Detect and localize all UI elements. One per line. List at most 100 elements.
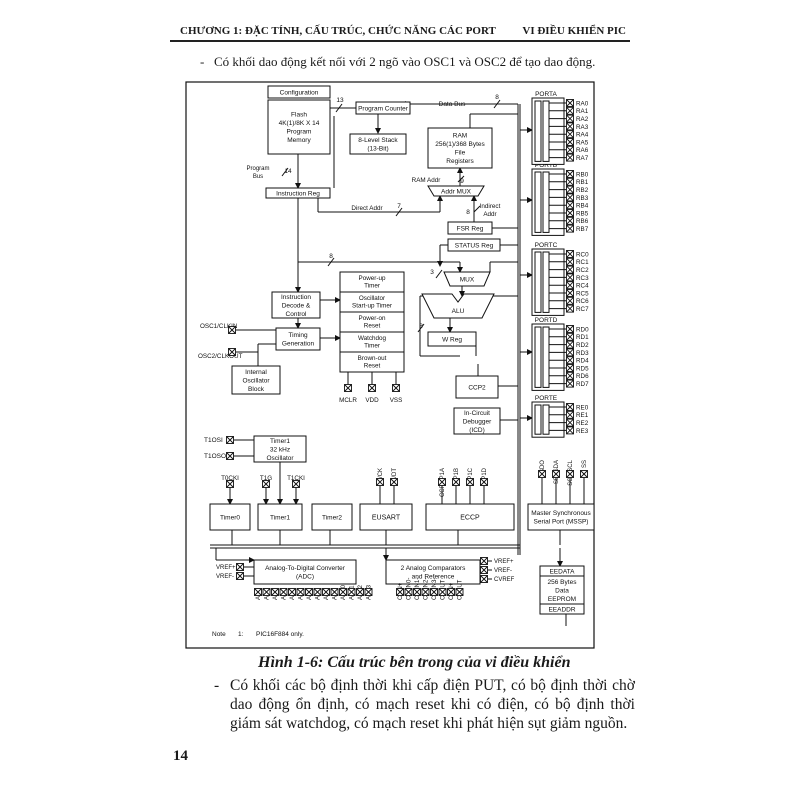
port-portd	[531, 323, 566, 391]
eeprom-block-label: Data	[555, 587, 569, 594]
eeprom-block	[539, 575, 585, 605]
pin-rd4-label: RD4	[576, 358, 589, 365]
bus-width-13: 13	[336, 97, 344, 104]
mclr-label: MCLR	[339, 397, 357, 404]
eccp-pin-1	[452, 478, 460, 486]
comparators-block-label: and Reference	[412, 574, 455, 581]
instruction-decode-block-label: Decode &	[282, 302, 311, 309]
eccp-pin-label: P1D	[482, 467, 488, 479]
adc-an-pin-9	[330, 588, 339, 596]
pin-rd0	[566, 325, 574, 333]
t1g-pin	[262, 480, 270, 488]
pin-rd1	[566, 332, 574, 341]
alu-label: ALU	[452, 308, 465, 315]
comparators-block-label: 2 Analog Comparators	[401, 565, 466, 572]
adc-an-pin-3	[279, 588, 288, 596]
configuration-block	[267, 85, 331, 99]
cvref-label: CVREF	[494, 577, 515, 583]
t1cki-pin	[292, 480, 300, 488]
ccp2-block	[455, 375, 499, 399]
vdd-label: VDD	[365, 397, 379, 404]
bus-width-8: 8	[466, 209, 470, 216]
mssp-pin-1	[552, 470, 560, 478]
icd-block-label: (ICD)	[469, 427, 485, 434]
figure-caption: Hình 1-6: Cấu trúc bên trong của vi điều…	[258, 654, 571, 671]
oscillator-startup-timer-label: Oscillator	[359, 295, 385, 302]
port-porta-name: PORTA	[535, 91, 557, 98]
vref-minus-label: VREF-	[216, 574, 234, 580]
eeaddr-block	[539, 603, 585, 615]
mssp-pin-label: SS	[582, 460, 588, 468]
stack-block-label: (13-Bit)	[367, 146, 388, 153]
cvref-pin	[480, 575, 488, 583]
pin-rc4	[566, 281, 574, 290]
osc2-label: OSC2/CLKOUT	[198, 353, 243, 360]
w-reg-block	[427, 331, 477, 347]
pin-ra5	[566, 138, 574, 146]
timing-generation-block	[275, 327, 321, 351]
ports	[531, 97, 566, 438]
pin-rd1-label: RD1	[576, 334, 589, 341]
icd-block-label: Debugger	[463, 418, 492, 425]
flash-memory-block-label: Program	[287, 129, 312, 136]
port-portc	[531, 248, 566, 316]
mssp-block	[527, 503, 595, 531]
chapter-title: CHƯƠNG 1: ĐẶC TÍNH, CẤU TRÚC, CHỨC NĂNG …	[180, 25, 496, 37]
eccp-pin-3	[480, 478, 488, 486]
timer1-oscillator-block-label: Oscillator	[266, 455, 294, 462]
timer2-block-label: Timer2	[322, 514, 342, 521]
data-bus-label: Data Bus	[439, 101, 466, 108]
pin-rb1-label: RB1	[576, 179, 589, 186]
comparator-pin-7	[455, 588, 464, 596]
timer0-block	[209, 503, 251, 531]
pin-rb5-label: RB5	[576, 210, 589, 217]
pin-rd0-label: RD0	[576, 326, 589, 333]
pin-rd6	[566, 371, 574, 380]
pin-rd2-label: RD2	[576, 342, 589, 349]
pin-rc6	[566, 296, 574, 305]
pin-rc1-label: RC1	[576, 259, 589, 266]
pin-rb1	[566, 177, 574, 186]
mssp-pin-0	[538, 470, 546, 478]
icd-block	[453, 407, 501, 435]
page-number: 14	[173, 748, 188, 764]
mssp-block-label: Master Synchronous	[531, 510, 591, 517]
intro-bullet: - Có khối dao động kết nối với 2 ngõ vào…	[200, 54, 595, 70]
pin-rb0	[566, 170, 574, 178]
port-porta	[531, 97, 566, 165]
port-porte	[531, 401, 566, 438]
pin-rd7	[566, 379, 574, 388]
adc-an-pin-12	[356, 588, 364, 596]
adc-an-pin-6	[305, 588, 313, 596]
eusart-pin-label: TX/CK	[378, 468, 384, 486]
comparator-pin-0	[396, 588, 404, 596]
pin-re2-label: RE2	[576, 420, 589, 427]
t0cki-label: T0CKI	[221, 475, 239, 482]
bus-width-marks	[281, 99, 501, 333]
pin-rb7-label: RB7	[576, 226, 589, 233]
mssp-pin-2	[566, 470, 574, 478]
pin-rb6	[566, 216, 574, 225]
pin-re3	[566, 426, 574, 435]
pin-rc6-label: RC6	[576, 298, 589, 305]
t1g-label: T1G	[260, 475, 272, 482]
t0cki-pin	[226, 480, 234, 488]
t1osi-label: T1OSI	[204, 437, 223, 444]
pin-rd7-label: RD7	[576, 381, 589, 388]
eeprom-block-label: EEPROM	[548, 596, 576, 603]
status-reg-block	[447, 238, 501, 252]
paragraph-text: Có khối các bộ định thời khi cấp điện PU…	[230, 677, 635, 732]
pin-ra1-label: RA1	[576, 108, 589, 115]
power-up-timer-label: Power-up	[359, 275, 386, 282]
program-bus-label: Program	[246, 166, 269, 172]
cmp-vref-minus-pin	[480, 566, 488, 574]
pin-rb0-label: RB0	[576, 171, 589, 178]
timer2-block	[311, 503, 353, 531]
internal-oscillator-block	[231, 365, 281, 395]
adc-an-pin-2	[271, 588, 279, 596]
timer0-block-label: Timer0	[220, 514, 240, 521]
brown-out-reset-label: Reset	[364, 363, 381, 370]
power-on-reset-label: Reset	[364, 323, 381, 330]
